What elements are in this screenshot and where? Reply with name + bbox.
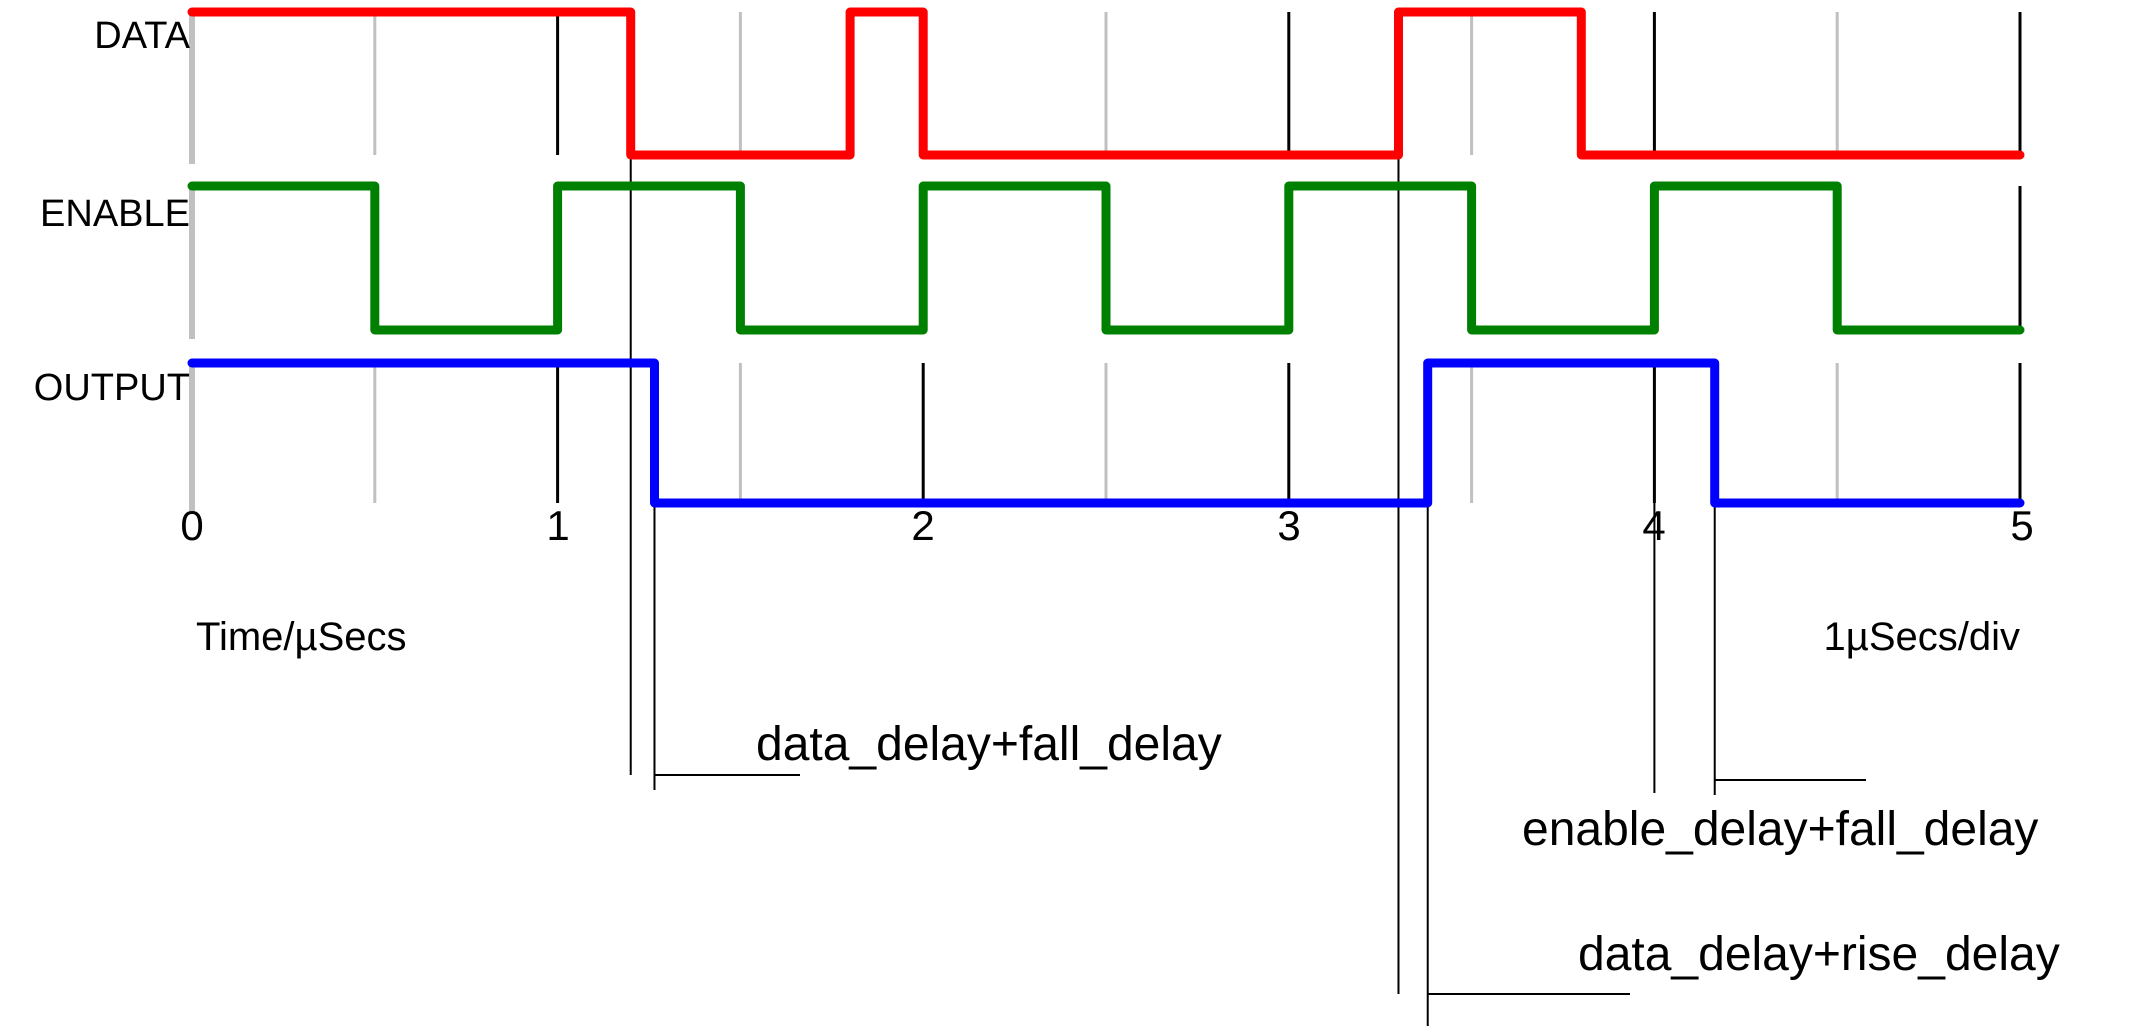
x-tick-4: 4 — [1642, 502, 1665, 549]
waveform-enable — [187, 181, 2025, 335]
signal-label-data: DATA — [94, 15, 190, 57]
signal-label-output: OUTPUT — [34, 367, 190, 409]
delay-annotation-lines — [629, 130, 1866, 1026]
text-layer: DATA ENABLE OUTPUT 0 1 2 3 4 5 Time/µSec… — [34, 15, 2060, 981]
x-tick-0: 0 — [180, 502, 203, 549]
waveform-data — [187, 7, 2025, 160]
signal-label-enable: ENABLE — [40, 193, 190, 235]
x-axis-caption: Time/µSecs — [196, 615, 407, 659]
annotation-label-data-rise-delay: data_delay+rise_delay — [1578, 928, 2060, 981]
signal-waveforms — [187, 7, 2025, 508]
x-tick-1: 1 — [546, 502, 569, 549]
waveform-output — [187, 358, 2025, 508]
x-tick-2: 2 — [911, 502, 934, 549]
x-tick-3: 3 — [1277, 502, 1300, 549]
annotation-label-data-fall-delay: data_delay+fall_delay — [756, 718, 1222, 771]
x-tick-5: 5 — [2010, 502, 2033, 549]
x-axis-scale-caption: 1µSecs/div — [1824, 615, 2020, 659]
annotation-label-enable-fall-delay: enable_delay+fall_delay — [1522, 803, 2038, 856]
